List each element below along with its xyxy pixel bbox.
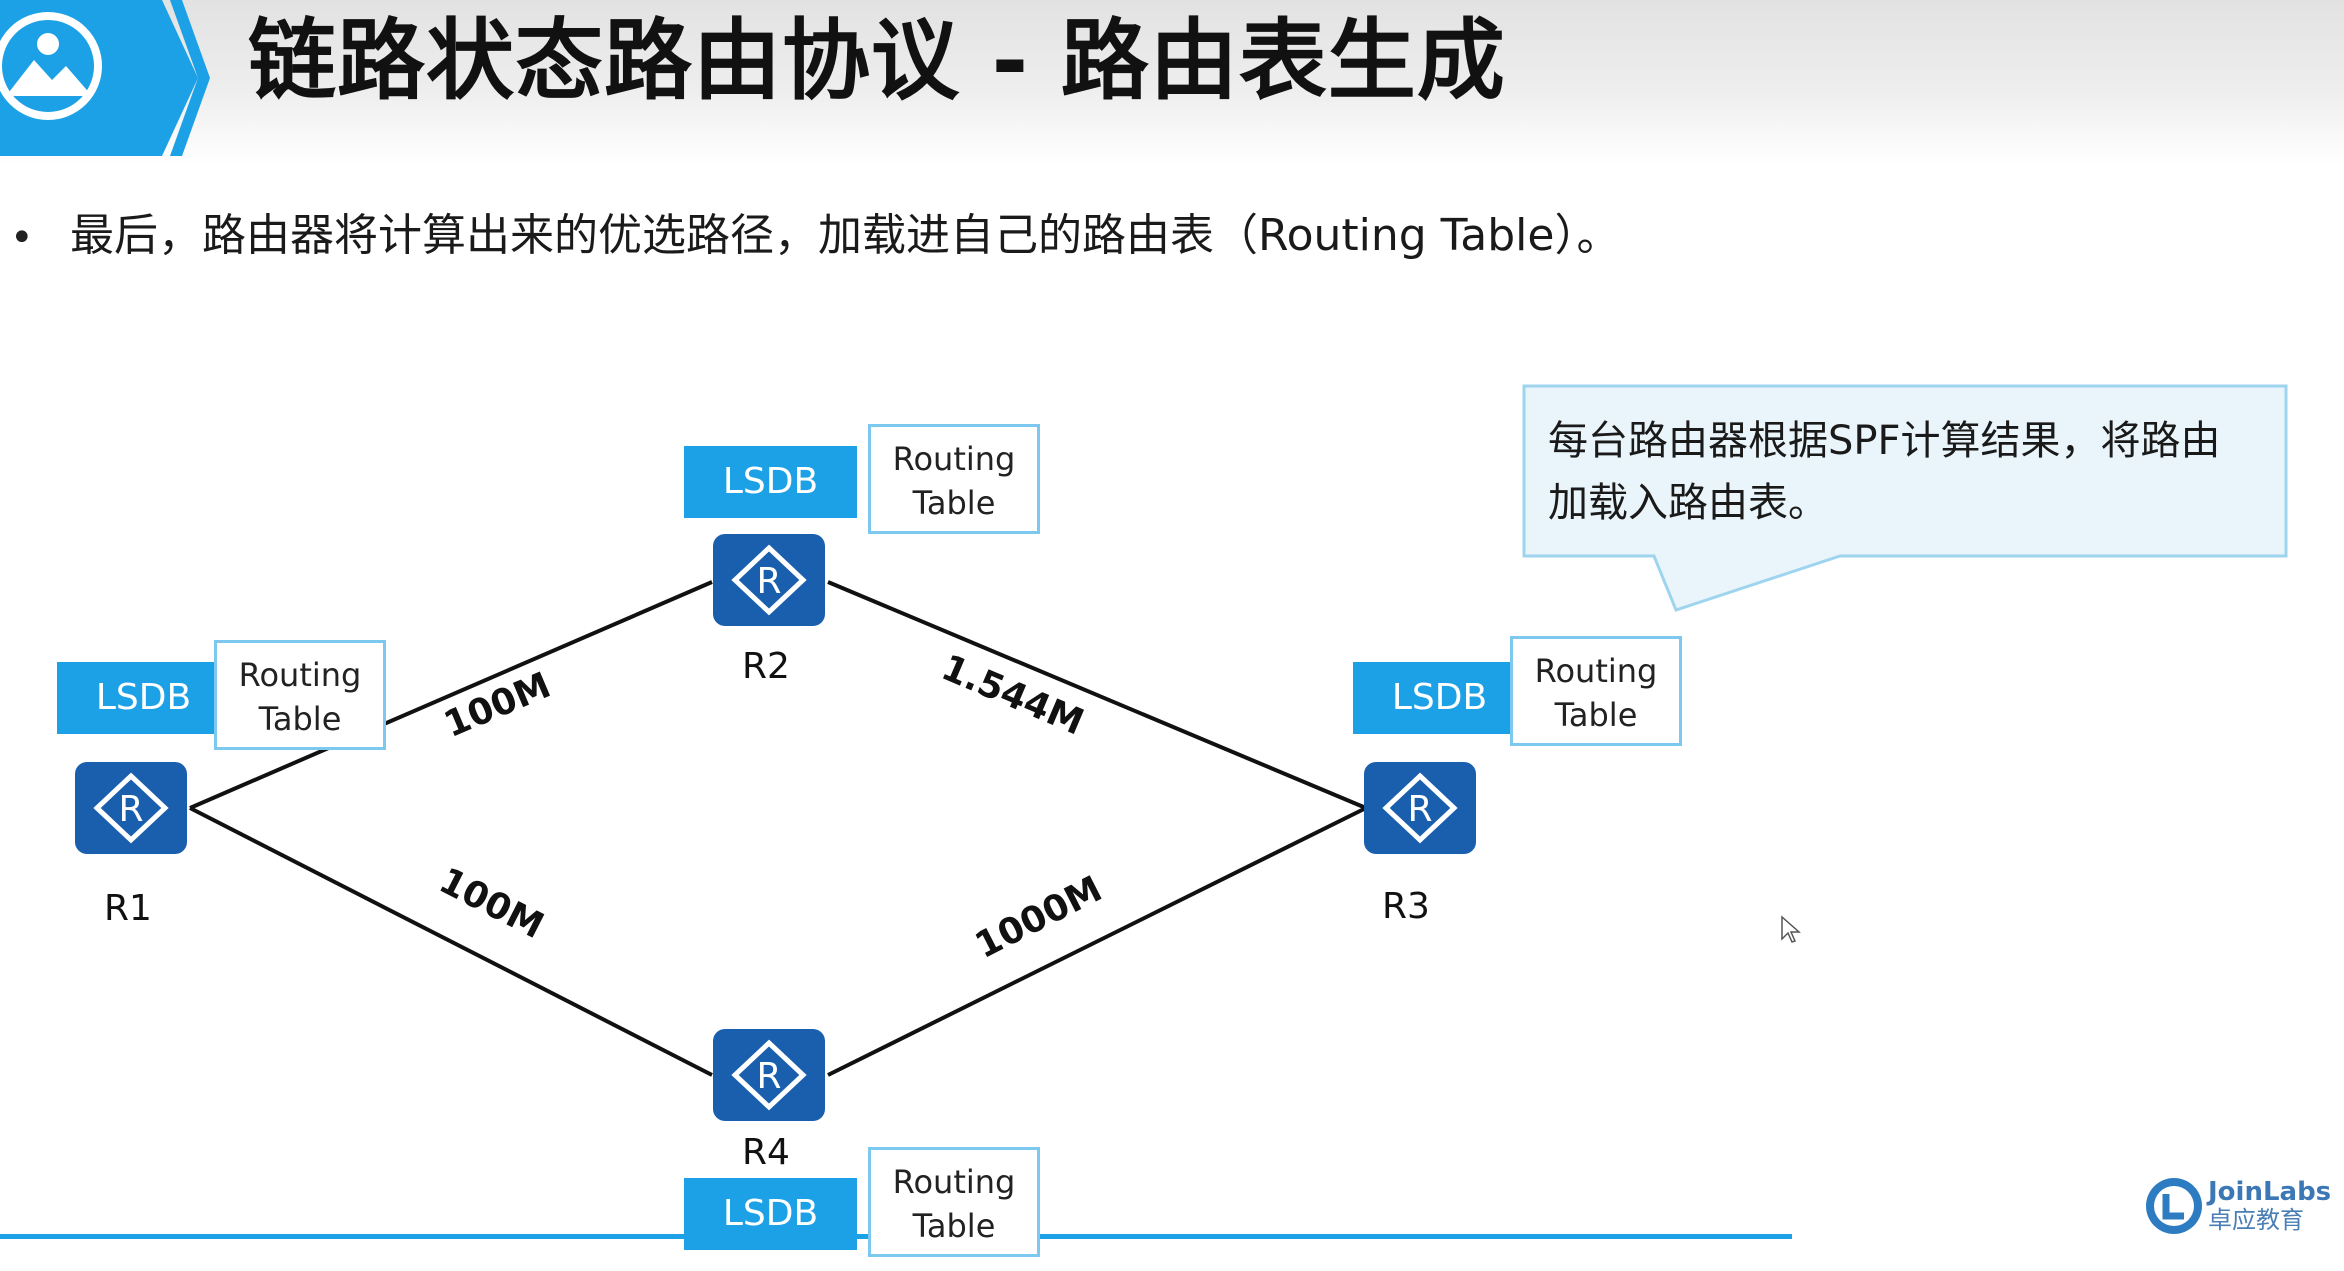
callout-line2: 加载入路由表。	[1548, 480, 1828, 526]
router-r2-label: R2	[742, 646, 790, 687]
callout-bubble	[1522, 384, 2288, 612]
svg-text:R: R	[118, 789, 143, 830]
lsdb-box-r4: LSDB	[684, 1178, 857, 1250]
routing-table-line2: Table	[912, 1207, 996, 1245]
link-label-r1-r4: 100M	[432, 860, 550, 947]
routing-table-line1: Routing	[238, 656, 362, 694]
routing-table-line1: Routing	[1534, 652, 1658, 690]
routing-table-box-r1: Routing Table	[214, 640, 386, 750]
routing-table-box-r3: Routing Table	[1510, 636, 1682, 746]
bullet-marker: •	[10, 215, 34, 261]
link-r2-r3	[827, 580, 1367, 810]
routing-table-line2: Table	[258, 700, 342, 738]
mouse-cursor-icon	[1781, 915, 1801, 943]
router-r3-icon: R	[1364, 762, 1476, 854]
router-r4-icon: R	[713, 1029, 825, 1121]
lsdb-box-r2: LSDB	[684, 446, 857, 518]
link-label-r4-r3: 1000M	[969, 869, 1109, 967]
logo-badge	[0, 0, 210, 156]
lsdb-box-r1: LSDB	[57, 662, 230, 734]
callout-text: 每台路由器根据SPF计算结果，将路由 加载入路由表。	[1548, 410, 2288, 540]
link-r4-r3	[827, 806, 1367, 1077]
svg-text:R: R	[1407, 789, 1432, 830]
router-r2-icon: R	[713, 534, 825, 626]
router-r1-icon: R	[75, 762, 187, 854]
router-r3-label: R3	[1382, 886, 1430, 927]
routing-table-line2: Table	[912, 484, 996, 522]
lsdb-box-r3: LSDB	[1353, 662, 1526, 734]
routing-table-box-r2: Routing Table	[868, 424, 1040, 534]
header-band	[0, 0, 2344, 165]
router-r1-label: R1	[104, 888, 152, 929]
brand-name: JoinLabs	[2208, 1177, 2332, 1207]
routing-table-line2: Table	[1554, 696, 1638, 734]
routing-table-box-r4: Routing Table	[868, 1147, 1040, 1257]
callout-line1: 每台路由器根据SPF计算结果，将路由	[1548, 418, 2221, 464]
brand-chinese-name: 卓应教育	[2208, 1206, 2304, 1234]
joinlabs-logo-icon	[2146, 1178, 2202, 1234]
slide-title: 链路状态路由协议 - 路由表生成	[248, 9, 1506, 112]
bullet-text: 最后，路由器将计算出来的优选路径，加载进自己的路由表（Routing Table…	[70, 210, 1621, 261]
routing-table-line1: Routing	[892, 1163, 1016, 1201]
link-label-r2-r3: 1.544M	[936, 647, 1090, 743]
image-icon	[0, 12, 102, 120]
svg-text:R: R	[756, 1056, 781, 1097]
brand-logo-text: JoinLabs 卓应教育	[2208, 1178, 2338, 1238]
router-r4-label: R4	[742, 1132, 790, 1173]
routing-table-line1: Routing	[892, 440, 1016, 478]
link-r1-r4	[189, 806, 713, 1077]
link-r1-r2	[189, 580, 713, 810]
svg-text:R: R	[756, 561, 781, 602]
